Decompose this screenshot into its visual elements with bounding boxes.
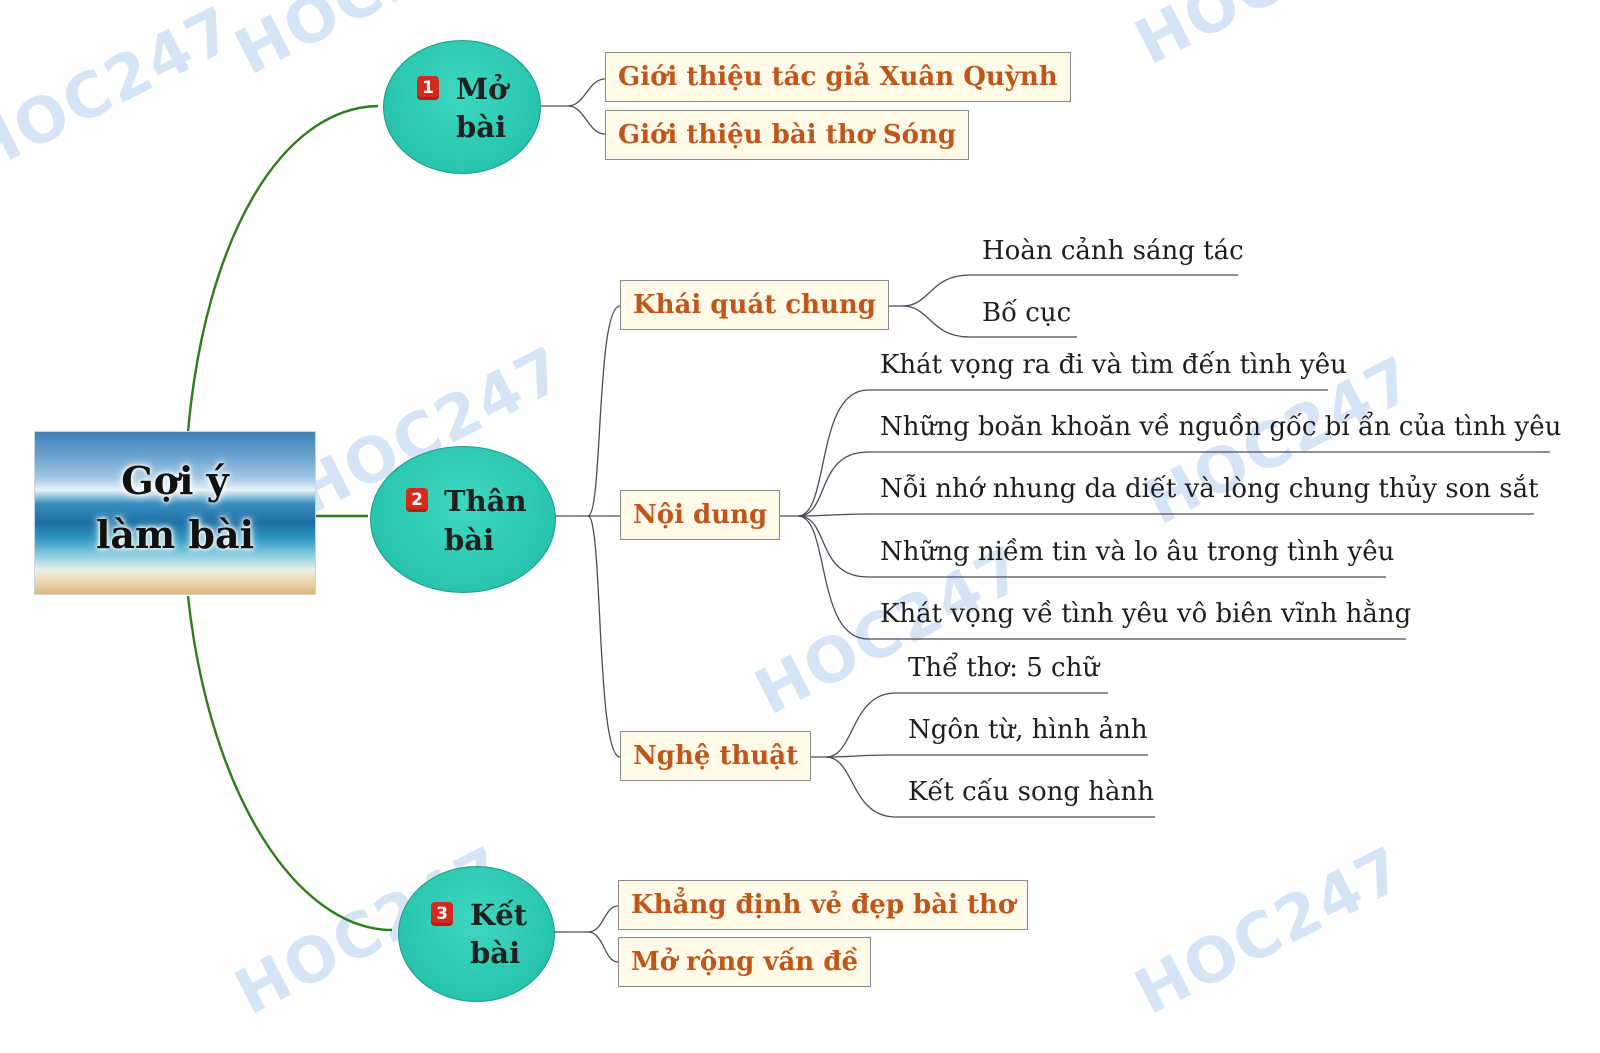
leaf-ket-cau-song-hanh[interactable]: Kết cấu song hành <box>908 777 1155 807</box>
leaf-noi-dung-4[interactable]: Những niềm tin và lo âu trong tình yêu <box>880 537 1395 567</box>
sub-node-mo-rong-van-de[interactable]: Mở rộng vấn đề <box>618 937 871 987</box>
leaf-the-tho[interactable]: Thể thơ: 5 chữ <box>908 653 1100 683</box>
leaf-noi-dung-1[interactable]: Khát vọng ra đi và tìm đến tình yêu <box>880 350 1347 380</box>
number-1-icon: 1 <box>417 76 439 100</box>
main-node-ket-bai-line1: Kết <box>470 898 528 932</box>
main-node-than-bai-line2: bài <box>444 523 495 557</box>
root-title-line2: làm bài <box>95 512 255 557</box>
sub-node-gioi-thieu-bai-tho[interactable]: Giới thiệu bài thơ Sóng <box>605 110 970 160</box>
leaf-noi-dung-5[interactable]: Khát vọng về tình yêu vô biên vĩnh hằng <box>880 599 1412 629</box>
main-node-than-bai[interactable] <box>370 446 556 593</box>
leaf-ngon-tu-hinh-anh[interactable]: Ngôn từ, hình ảnh <box>908 715 1148 745</box>
leaf-noi-dung-3[interactable]: Nỗi nhớ nhung da diết và lòng chung thủy… <box>880 474 1539 504</box>
number-3-icon: 3 <box>431 902 453 926</box>
sub-node-noi-dung[interactable]: Nội dung <box>620 490 781 540</box>
root-title: Gợi ý làm bài <box>35 454 315 562</box>
main-node-ket-bai[interactable] <box>398 866 555 1002</box>
main-node-mo-bai-line2: bài <box>456 110 507 144</box>
main-node-ket-bai-line2: bài <box>470 936 521 970</box>
main-node-mo-bai-line1: Mở <box>456 72 508 106</box>
main-node-than-bai-line1: Thân <box>444 484 527 518</box>
sub-node-khai-quat-chung[interactable]: Khái quát chung <box>620 280 889 330</box>
sub-node-gioi-thieu-tac-gia[interactable]: Giới thiệu tác giả Xuân Quỳnh <box>605 52 1071 102</box>
number-2-icon: 2 <box>406 488 428 512</box>
root-title-line1: Gợi ý <box>121 458 229 503</box>
root-node[interactable]: Gợi ý làm bài <box>35 432 315 594</box>
leaf-hoan-canh-sang-tac[interactable]: Hoàn cảnh sáng tác <box>982 236 1244 266</box>
leaf-bo-cuc[interactable]: Bố cục <box>982 298 1072 328</box>
sub-node-khang-dinh-ve-dep[interactable]: Khẳng định vẻ đẹp bài thơ <box>618 880 1029 930</box>
sub-node-nghe-thuat[interactable]: Nghệ thuật <box>620 731 812 781</box>
main-node-mo-bai[interactable] <box>383 40 541 174</box>
leaf-noi-dung-2[interactable]: Những boăn khoăn về nguồn gốc bí ẩn của … <box>880 412 1562 442</box>
